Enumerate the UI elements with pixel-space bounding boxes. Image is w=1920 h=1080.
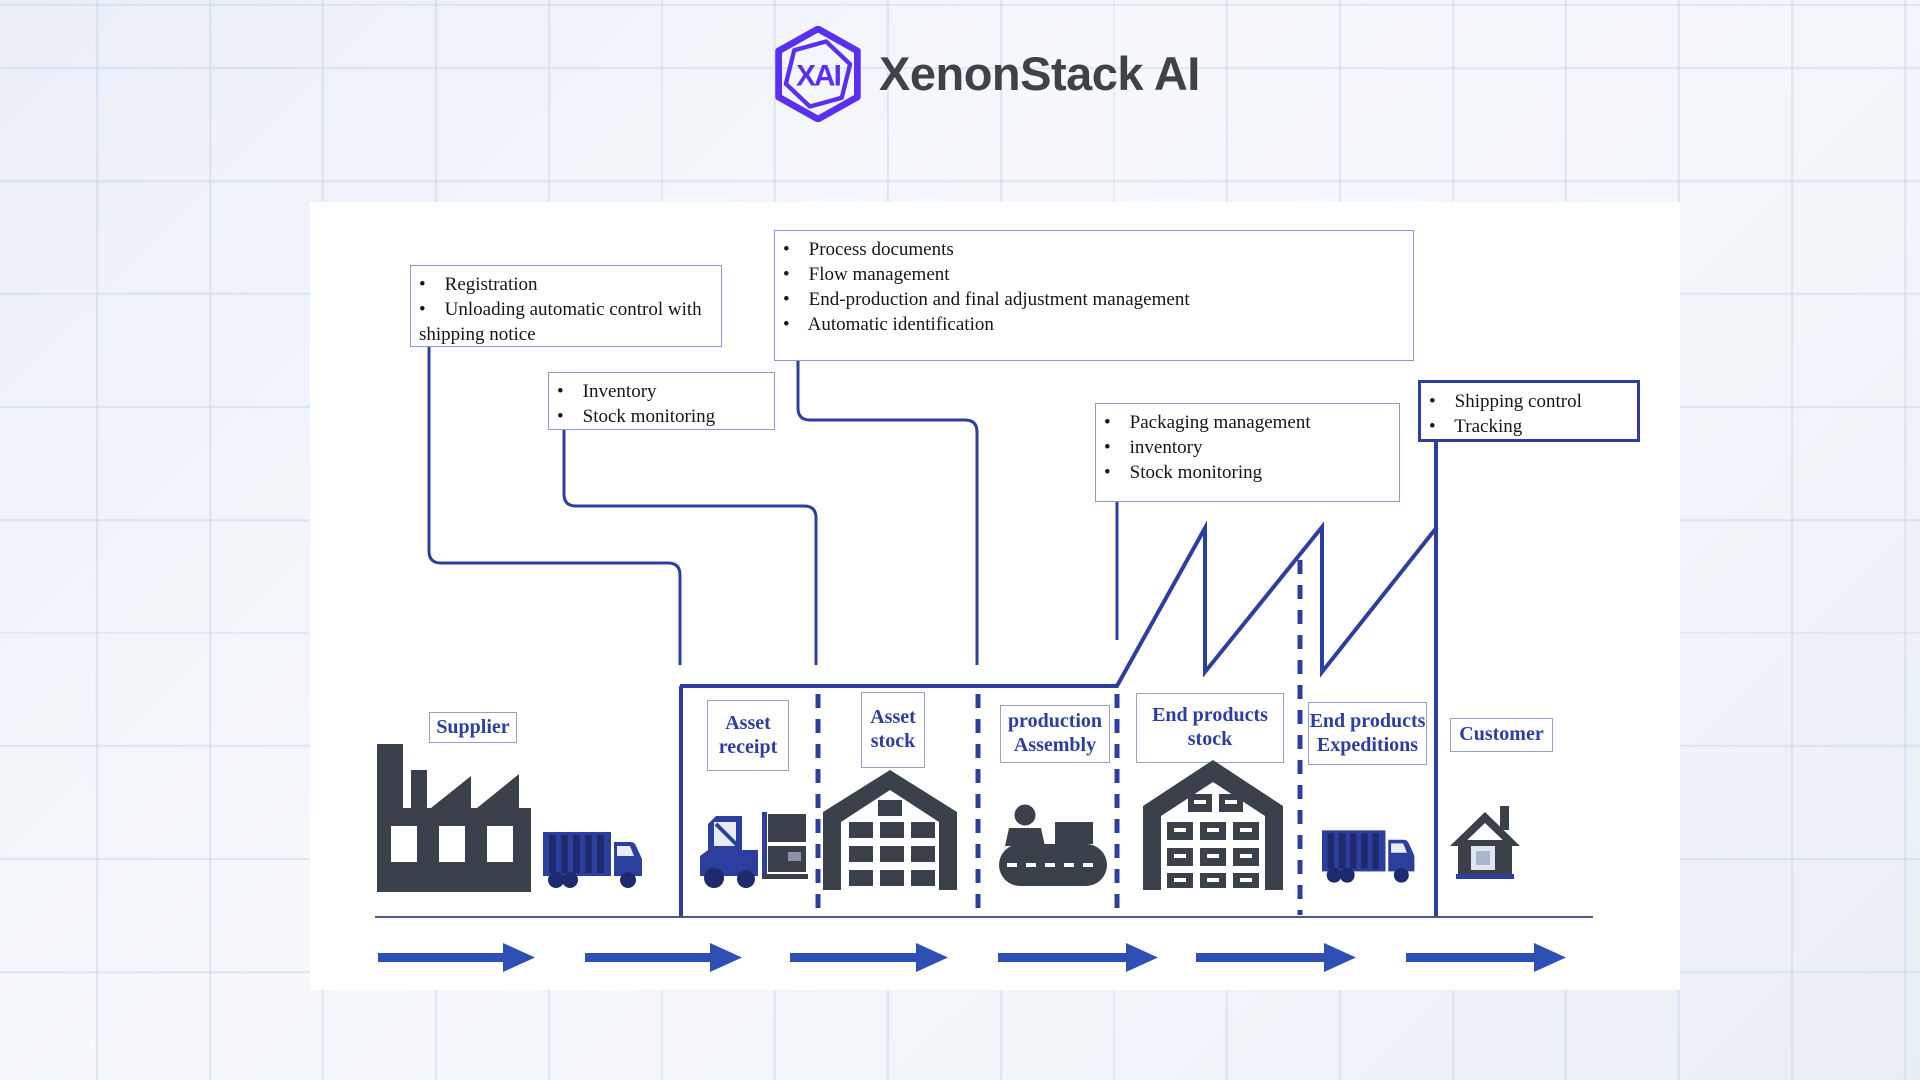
stage-label-asset-receipt: Asset receipt [707, 700, 789, 771]
callout-line: • Process documents [783, 239, 954, 260]
sawtooth-line [680, 520, 1439, 688]
stage-label-text: Customer [1459, 723, 1544, 746]
flow-arrows [378, 943, 1566, 972]
callout-shipping: • Shipping control • Tracking [1418, 380, 1640, 442]
stage-label-text: Asset [725, 711, 771, 734]
expedition-truck-icon [1322, 830, 1415, 883]
customer-house-icon [1450, 806, 1520, 879]
warehouse-icon [823, 770, 957, 890]
end-products-warehouse-icon [1143, 760, 1283, 890]
stage-label-supplier: Supplier [429, 712, 517, 743]
stage-label-customer: Customer [1450, 718, 1553, 752]
callout-line: • Registration [419, 274, 538, 295]
callout-line: • Tracking [1429, 416, 1523, 437]
callout-line: • Automatic identification [783, 314, 994, 335]
callout-packaging: • Packaging management • inventory • Sto… [1095, 403, 1400, 502]
callout-line: • Shipping control [1429, 391, 1582, 412]
callout-line: shipping notice [419, 324, 536, 345]
stage-label-end-products-stock: End products stock [1136, 693, 1284, 763]
callout-line: • Stock monitoring [1104, 462, 1263, 483]
stage-label-asset-stock: Asset stock [861, 692, 925, 768]
stage-label-text: End products [1152, 704, 1268, 727]
logo: XAI XenonStack AI [770, 26, 1200, 122]
stage-label-text: production [1007, 710, 1103, 733]
delivery-truck-icon [543, 832, 642, 888]
stage-label-text: Asset [870, 706, 916, 729]
stage-label-text: stock [870, 730, 916, 752]
stage-label-production-assembly: production Assembly [1000, 705, 1110, 763]
logo-monogram: XAI [796, 60, 840, 93]
callout-line: • Flow management [783, 264, 950, 285]
stage-label-text: stock [1187, 728, 1233, 750]
stage-label-text: End products [1309, 709, 1426, 732]
stage-label-text: Supplier [436, 715, 510, 738]
stage-label-text: Expeditions [1316, 733, 1419, 756]
callout-line: • Unloading automatic control with [419, 299, 702, 320]
callout-line: • inventory [1104, 437, 1203, 458]
callout-connector-lines [427, 347, 1119, 665]
xenonstack-hexagon-icon: XAI [775, 26, 861, 122]
callout-inventory: • Inventory • Stock monitoring [548, 372, 775, 430]
forklift-icon [700, 812, 808, 888]
stage-label-end-products-expeditions: End products Expeditions [1308, 702, 1427, 765]
assembly-conveyor-icon [999, 801, 1107, 886]
dashed-section-dividers [815, 560, 1303, 915]
factory-icon [377, 744, 531, 892]
callout-line: • Inventory [557, 381, 657, 402]
stage-label-text: receipt [718, 735, 778, 758]
brand-name: XenonStack AI [879, 47, 1200, 100]
callout-line: • Packaging management [1104, 412, 1311, 433]
callout-line: • End-production and final adjustment ma… [783, 289, 1190, 310]
callout-line: • Stock monitoring [557, 406, 716, 427]
stage-label-text: Assembly [1013, 734, 1097, 756]
callout-process: • Process documents • Flow management • … [774, 230, 1414, 361]
solid-section-boundaries [679, 442, 1438, 917]
callout-registration: • Registration • Unloading automatic con… [410, 265, 722, 347]
